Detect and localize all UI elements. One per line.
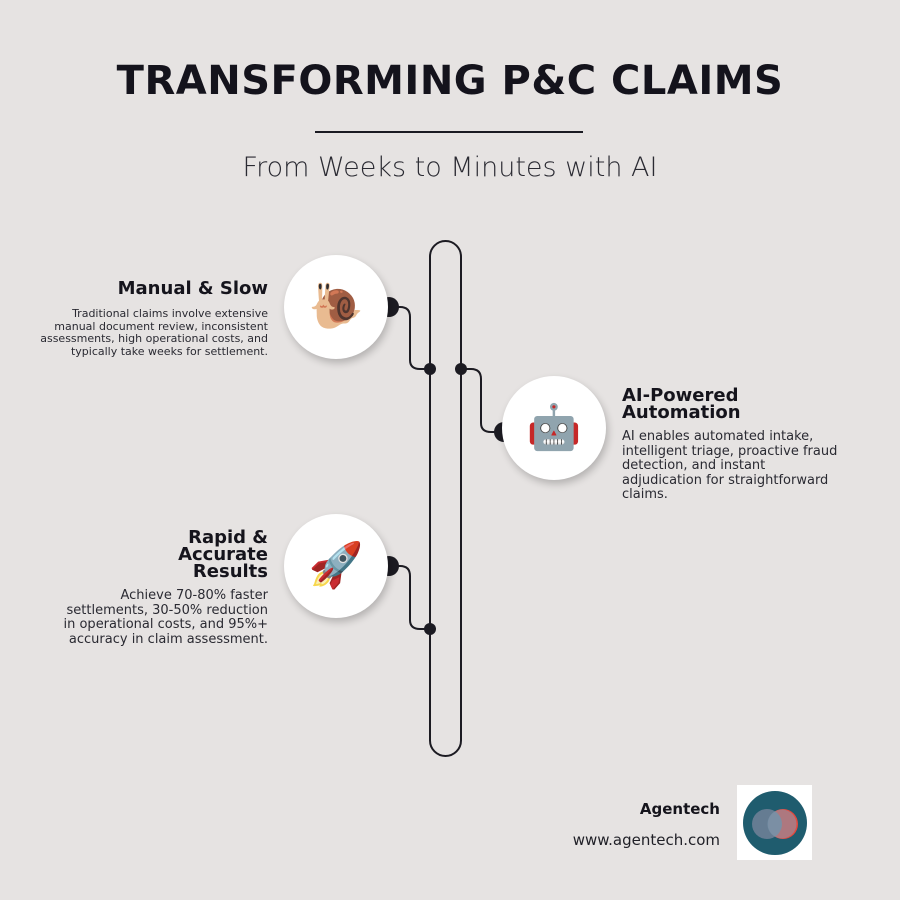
connector-stage-3 (389, 565, 430, 630)
junction-dot-stage-2 (455, 363, 467, 375)
stage-1-text-block: Manual & Slow Traditional claims involve… (40, 280, 268, 358)
stage-1-description: Traditional claims involve extensive man… (40, 307, 268, 358)
company-logo (737, 785, 812, 860)
robot-icon: 🤖 (526, 402, 582, 453)
page-subtitle: From Weeks to Minutes with AI (242, 152, 658, 183)
stage-2-text-block: AI-Powered Automation AI enables automat… (622, 387, 847, 503)
title-divider (315, 131, 583, 133)
stage-3-text-block: Rapid & Accurate Results Achieve 70-80% … (58, 527, 269, 647)
stage-1-heading: Manual & Slow (117, 278, 268, 299)
stage-3-icon-circle: 🚀 (284, 514, 388, 618)
connector-stage-1 (389, 306, 430, 370)
connector-stage-2 (461, 368, 504, 433)
stage-2-description: AI enables automated intake, intelligent… (622, 429, 838, 502)
stage-2-icon-circle: 🤖 (502, 376, 606, 480)
rocket-icon: 🚀 (308, 540, 364, 591)
stage-1-icon-circle: 🐌 (284, 255, 388, 359)
company-url[interactable]: www.agentech.com (572, 831, 720, 849)
stage-2-heading: AI-Powered Automation (622, 385, 741, 423)
junction-dot-stage-1 (424, 363, 436, 375)
company-name: Agentech (639, 800, 720, 818)
stage-3-description: Achieve 70-80% faster settlements, 30-50… (63, 588, 269, 647)
agentech-logo-icon (742, 790, 807, 855)
junction-dot-stage-3 (424, 623, 436, 635)
snail-icon: 🐌 (308, 281, 364, 332)
timeline-spine (429, 240, 462, 757)
stage-3-heading: Rapid & Accurate Results (178, 527, 268, 582)
page-title: TRANSFORMING P&C CLAIMS (116, 58, 784, 104)
